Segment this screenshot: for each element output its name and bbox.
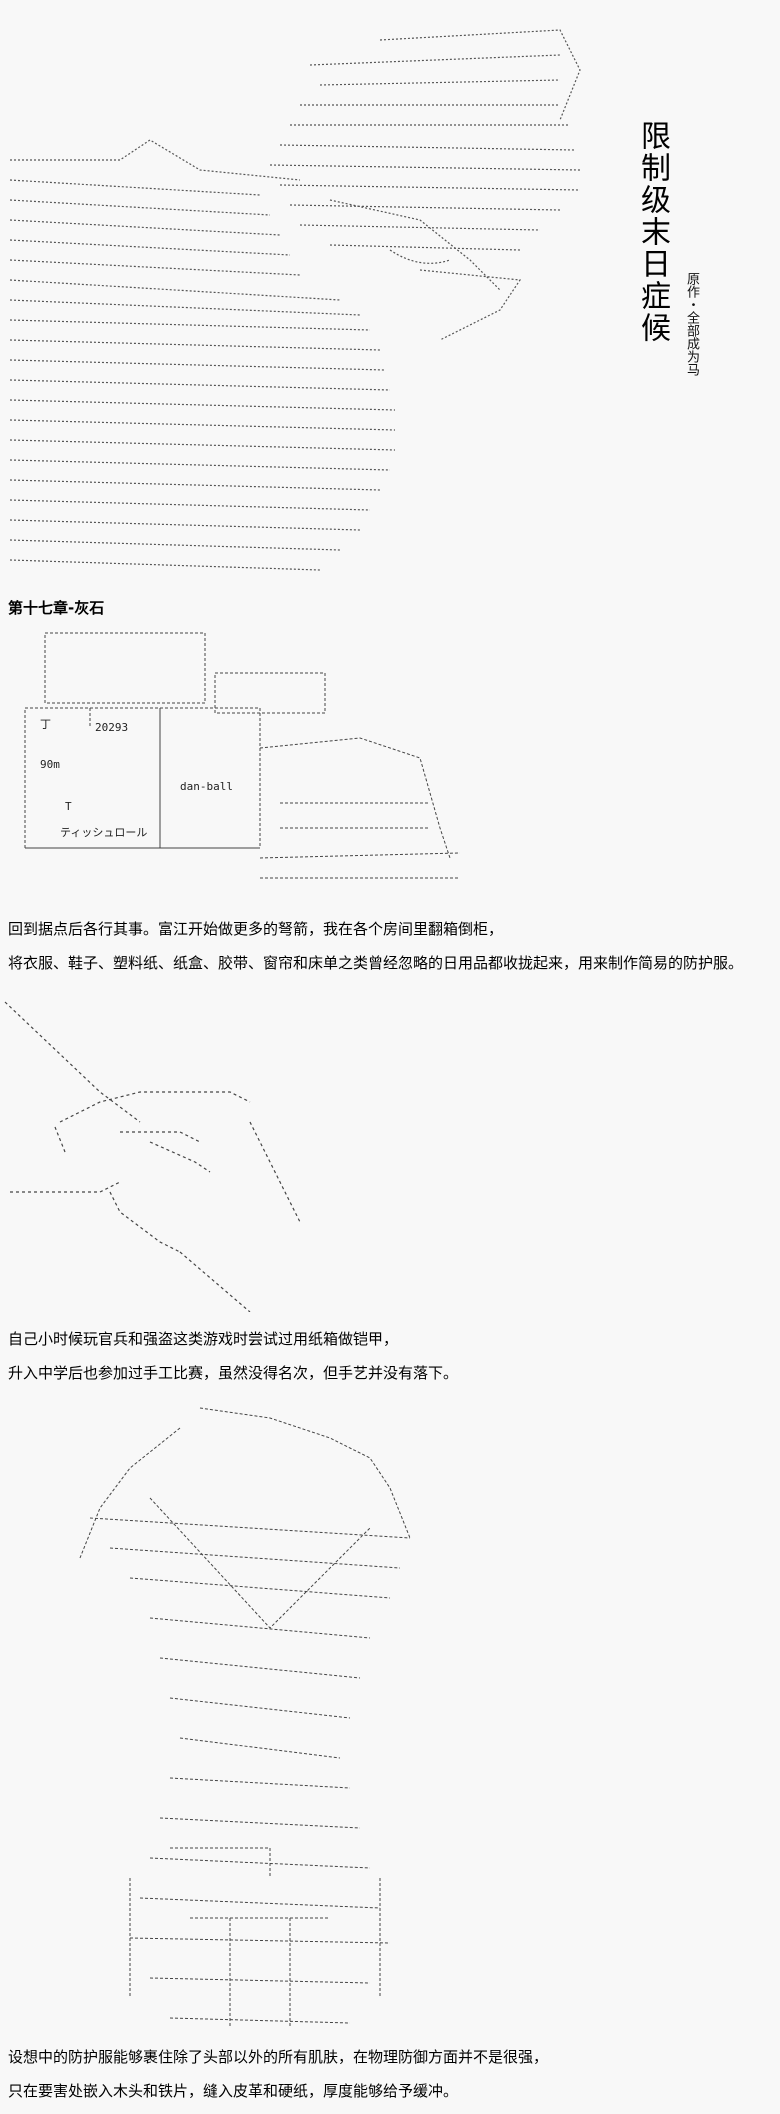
label-number: 20293 <box>95 721 129 734</box>
character-art-svg <box>9 29 581 571</box>
label-90m: 90m <box>40 758 60 771</box>
hand-ascii-art <box>0 992 320 1312</box>
label-danball: dan-ball <box>180 780 233 793</box>
series-title: 限制级末日症候 <box>635 120 670 344</box>
chapter-title: 第十七章-灰石 <box>8 599 105 617</box>
series-credit: 原作・全部成为马 <box>684 272 699 376</box>
label-tape: 丁 <box>40 718 51 731</box>
paragraph-4: 升入中学后也参加过手工比赛，虽然没得名次，但手艺并没有落下。 <box>8 1364 459 1382</box>
paragraph-6: 只在要害处嵌入木头和铁片，缝入皮革和硬纸，厚度能够给予缓冲。 <box>8 2082 459 2100</box>
hand-art-svg <box>4 1001 301 1312</box>
boxes-art-svg <box>24 632 461 879</box>
paragraph-2: 将衣服、鞋子、塑料纸、纸盒、胶带、窗帘和床单之类曾经忽略的日用品都收拢起来，用来… <box>8 954 744 972</box>
paragraph-5: 设想中的防护服能够裹住除了头部以外的所有肌肤，在物理防御方面并不是很强， <box>8 2048 549 2066</box>
paragraph-3: 自己小时候玩官兵和强盗这类游戏时尝试过用纸箱做铠甲， <box>8 1330 399 1348</box>
paragraph-1: 回到据点后各行其事。富江开始做更多的弩箭，我在各个房间里翻箱倒柜， <box>8 920 504 938</box>
armor-art-svg <box>79 1407 411 2028</box>
armor-ascii-art <box>70 1398 460 2038</box>
character-ascii-art <box>0 10 600 585</box>
label-tissue: ティッシュロール <box>60 826 148 839</box>
label-t: T <box>65 800 72 813</box>
boxes-ascii-art: 丁 20293 90m T ティッシュロール dan-ball <box>20 628 480 898</box>
